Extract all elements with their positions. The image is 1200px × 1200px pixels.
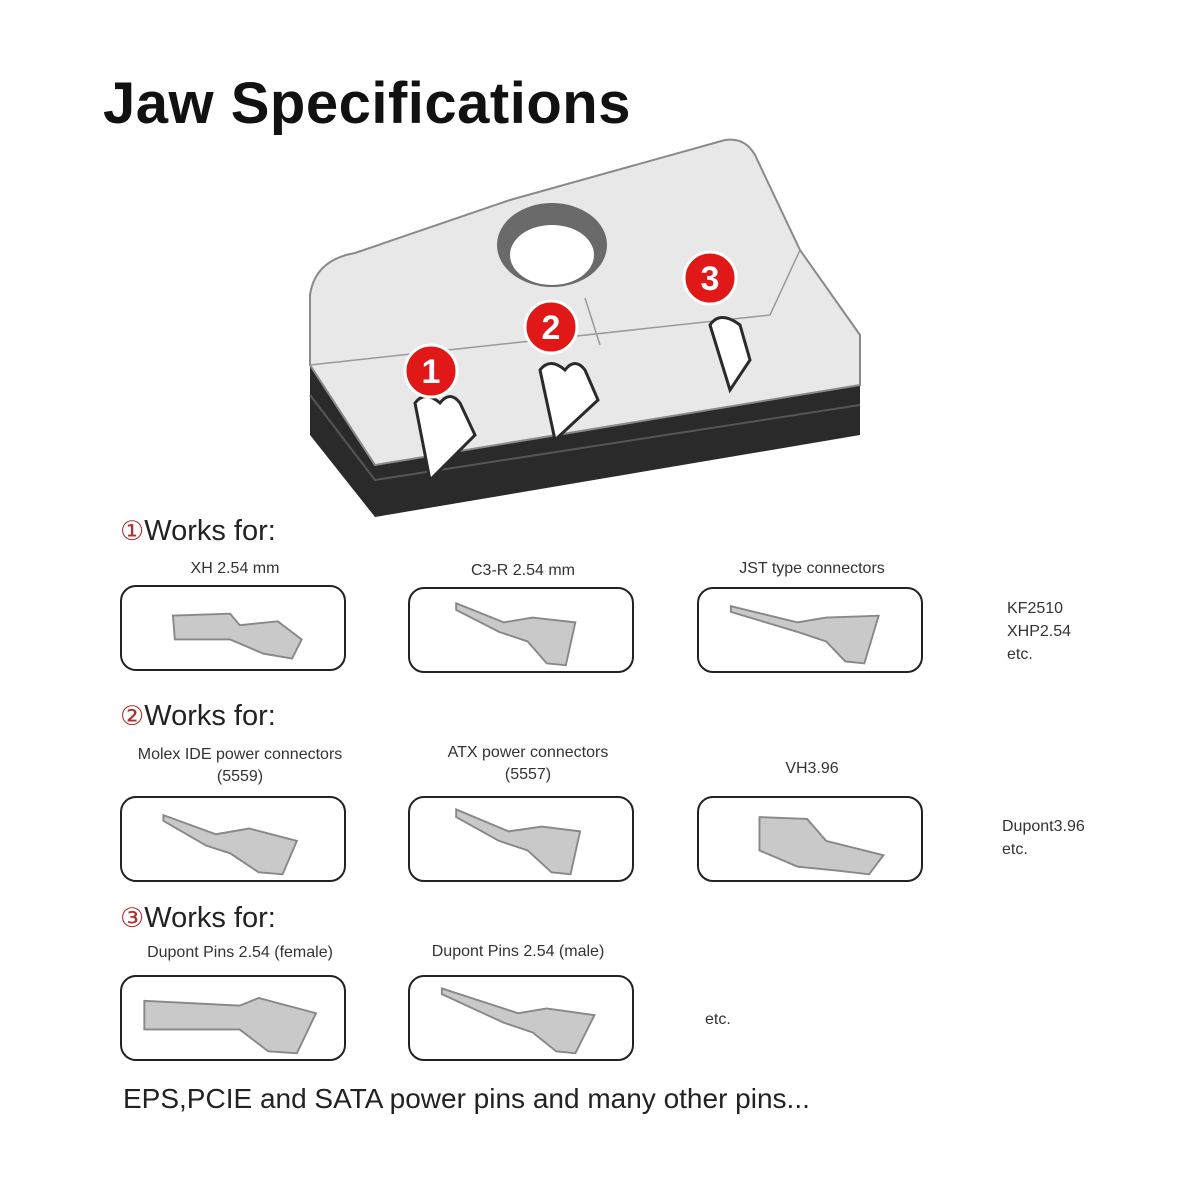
xh-terminal-card: [120, 585, 346, 671]
section-1-heading: ①Works for:: [120, 515, 276, 547]
marker-3: 3: [682, 250, 738, 306]
atx-terminal-card: [408, 796, 634, 882]
section-3-heading: ③Works for:: [120, 902, 276, 934]
terminal-pin-icon: [143, 996, 318, 1055]
svg-text:3: 3: [701, 260, 720, 298]
item-caption: XH 2.54 mm: [190, 560, 280, 577]
jst-terminal-card: [697, 587, 923, 673]
item-caption: Molex IDE power connectors (5559): [137, 746, 343, 785]
dupont-male-card: [408, 975, 634, 1061]
section-2-side-note: Dupont3.96 etc.: [1002, 818, 1085, 858]
page-title: Jaw Specifications: [103, 71, 631, 136]
item-caption: JST type connectors: [739, 560, 885, 577]
item-caption: VH3.96: [785, 760, 839, 777]
c3r-terminal-card: [408, 587, 634, 673]
terminal-pin-icon: [440, 987, 596, 1055]
svg-text:2: 2: [542, 309, 561, 347]
item-caption: Dupont Pins 2.54 (male): [431, 943, 605, 960]
terminal-pin-icon: [455, 601, 577, 667]
crimp-jaw-illustration: 1 2 3: [309, 138, 861, 517]
item-caption: Dupont Pins 2.54 (female): [147, 944, 333, 961]
terminal-pin-icon: [758, 816, 886, 876]
terminal-pin-icon: [729, 604, 880, 665]
vh396-terminal-card: [697, 796, 923, 882]
item-caption: C3-R 2.54 mm: [470, 562, 576, 579]
section-3-side-note: etc.: [705, 1011, 731, 1028]
item-caption: ATX power connectors (5557): [447, 744, 609, 783]
terminal-pin-icon: [162, 813, 299, 876]
footer-note: EPS,PCIE and SATA power pins and many ot…: [123, 1083, 810, 1114]
svg-text:1: 1: [422, 353, 441, 391]
marker-1: 1: [403, 343, 459, 399]
section-2-heading: ②Works for:: [120, 700, 276, 732]
terminal-pin-icon: [455, 808, 582, 876]
dupont-female-card: [120, 975, 346, 1061]
section-1-side-note: KF2510 XHP2.54 etc.: [1007, 600, 1072, 663]
terminal-pin-icon: [171, 612, 303, 660]
molex-terminal-card: [120, 796, 346, 882]
marker-2: 2: [523, 299, 579, 355]
